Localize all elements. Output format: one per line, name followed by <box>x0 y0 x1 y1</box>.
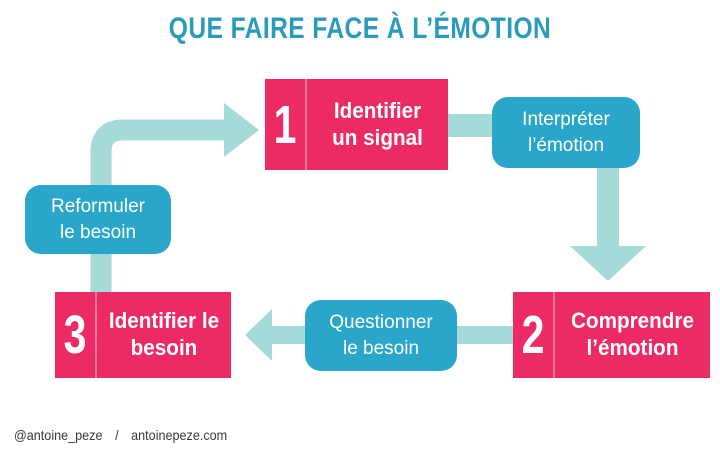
step-2-box: 2 Comprendre l’émotion <box>513 292 710 378</box>
step-1-label: Identifier un signal <box>311 79 444 170</box>
action-reformulate-line1: Reformuler <box>51 195 145 217</box>
step-3-box: 3 Identifier le besoin <box>55 292 231 378</box>
step-2-label-line1: Comprendre <box>571 308 694 334</box>
action-interpret-line2: l’émotion <box>527 134 605 156</box>
action-question-box: Questionner le besoin <box>305 300 457 371</box>
step-3-divider <box>95 292 97 378</box>
down-arrow-head <box>570 246 646 281</box>
step-3-label-line2: besoin <box>130 335 198 360</box>
left-arrow-head <box>245 309 272 361</box>
step-1-number: 1 <box>273 94 297 155</box>
step-3-label-line1: Identifier le <box>108 308 220 334</box>
step-1-box: 1 Identifier un signal <box>265 79 448 170</box>
action-reformulate-box: Reformuler le besoin <box>25 185 171 254</box>
step-2-label-line2: l’émotion <box>586 335 679 360</box>
step-3-number: 3 <box>63 305 87 365</box>
footer-credit: @antoine_peze / antoinepeze.com <box>14 427 227 443</box>
step-2-number: 2 <box>521 305 545 365</box>
step-1-divider <box>305 79 307 170</box>
footer-handle: @antoine_peze <box>14 427 103 443</box>
action-question-line2: le besoin <box>342 337 420 359</box>
down-arrow-stem <box>597 162 619 248</box>
action-reformulate-line2: le besoin <box>59 221 137 243</box>
footer-separator: / <box>115 427 119 443</box>
footer-website: antoinepeze.com <box>131 427 228 443</box>
loop-up-arrow-head <box>224 103 259 157</box>
step-1-label-line2: un signal <box>332 124 423 150</box>
action-interpret-box: Interpréter l’émotion <box>492 97 640 168</box>
step-2-divider <box>553 292 555 378</box>
action-interpret-line1: Interpréter <box>522 108 610 130</box>
action-question-line1: Questionner <box>329 311 433 333</box>
loop-up-arrow-stem <box>90 119 224 296</box>
connector-step1-interpret <box>448 114 496 137</box>
step-1-label-line1: Identifier <box>333 97 422 123</box>
step-3-label: Identifier le besoin <box>101 292 227 378</box>
step-2-label: Comprendre l’émotion <box>560 292 706 378</box>
page-title: QUE FAIRE FACE À L’ÉMOTION <box>168 12 552 45</box>
